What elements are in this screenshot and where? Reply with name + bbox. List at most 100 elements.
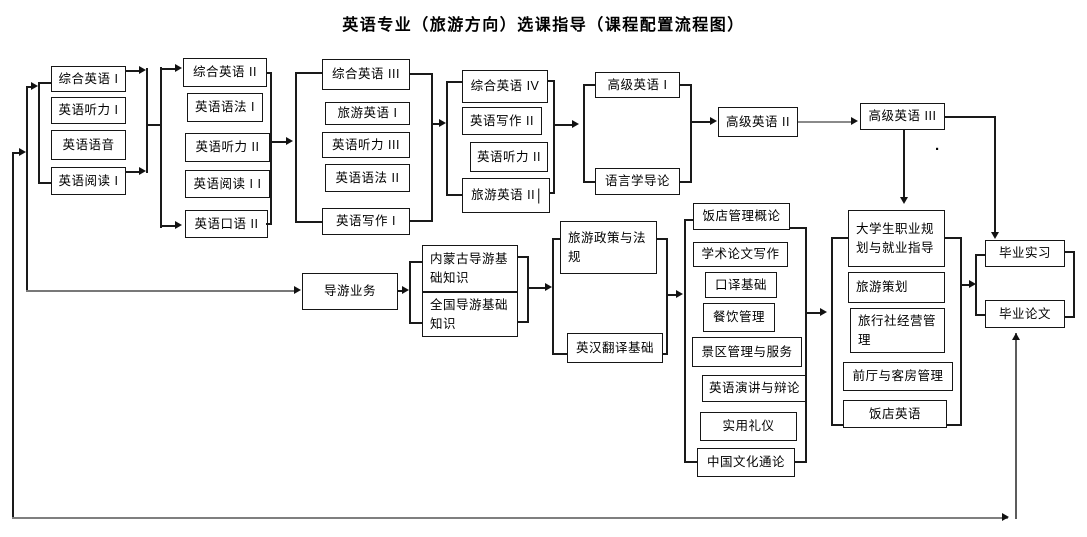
box-graduation-internship: 毕业实习 <box>985 240 1065 267</box>
box-graduation-thesis: 毕业论文 <box>985 300 1065 328</box>
line-tour-guide-out <box>398 290 404 292</box>
stub-group4-bottom <box>446 194 462 196</box>
line-advanced3-down <box>903 130 905 197</box>
stray-dot: · <box>935 141 940 158</box>
stub-group3-top <box>295 72 322 74</box>
box-comprehensive-english-4: 综合英语 IV <box>462 70 548 103</box>
line-electives-to-career <box>805 312 821 314</box>
box-english-chinese-translation-basics: 英汉翻译基础 <box>567 333 663 363</box>
stub-group1-bottom <box>38 182 51 184</box>
line-group3-to-group4 <box>431 123 440 125</box>
stub-career-right-top <box>945 237 962 239</box>
stub-policy-right-top <box>657 238 668 240</box>
arrow-into-graduation <box>969 280 976 288</box>
stub-policy-right-bottom <box>663 353 668 355</box>
line-group2-to-group3 <box>270 141 287 143</box>
stub-electives-bottom <box>684 461 697 463</box>
stub-career-right-bottom <box>947 424 962 426</box>
arrow-into-group4 <box>439 119 446 127</box>
box-tourism-planning: 旅游策划 <box>848 272 945 303</box>
box-english-phonetics: 英语语音 <box>51 130 126 160</box>
page-title: 英语专业（旅游方向）选课指导（课程配置流程图） <box>342 17 745 34</box>
stub-guide-basics-right-top <box>518 256 529 258</box>
arrow-into-internship <box>991 232 999 239</box>
box-advanced-english-1: 高级英语 I <box>595 72 680 98</box>
arrow-reading1-out <box>139 167 146 175</box>
box-academic-writing: 学术论文写作 <box>693 242 788 267</box>
box-comprehensive-english-2: 综合英语 II <box>183 58 267 87</box>
arrow-into-ce2 <box>175 64 182 72</box>
box-front-office-housekeeping: 前厅与客房管理 <box>843 362 953 391</box>
box-scenic-area-management: 景区管理与服务 <box>692 337 802 367</box>
bracket-group4-left <box>446 82 448 196</box>
arrow-into-thesis <box>1012 333 1020 340</box>
arrow-into-electives <box>676 290 683 298</box>
box-national-guide-basics: 全国导游基础知识 <box>422 292 518 337</box>
stub-group4-right-bottom <box>549 192 555 194</box>
line-left-outer-top-stub <box>12 152 20 154</box>
line-career-to-graduation <box>960 284 970 286</box>
stub-graduation-top <box>975 254 985 256</box>
box-english-grammar-2: 英语语法 II <box>325 164 410 192</box>
bracket-policy-left <box>552 239 554 355</box>
stub-group2-right-top <box>266 72 272 74</box>
stub-guide-basics-right-bottom <box>518 321 529 323</box>
box-travel-agency-management: 旅行社经营管理 <box>850 308 945 353</box>
bracket-group5-left <box>583 85 585 183</box>
bracket-group1-left <box>38 82 40 184</box>
stub-group3-right-top <box>410 73 433 75</box>
box-english-speaking-2: 英语口语 II <box>185 210 268 238</box>
box-tour-guide-practice: 导游业务 <box>302 273 398 310</box>
stub-group2-top <box>160 68 175 70</box>
box-english-writing-2: 英语写作 II <box>462 107 542 135</box>
bracket-group3-right <box>431 74 433 222</box>
line-group5-to-advanced2 <box>690 121 710 123</box>
box-interpretation-basics: 口译基础 <box>705 272 777 298</box>
arrow-into-advanced2 <box>710 117 717 125</box>
box-career-planning-guidance: 大学生职业规划与就业指导 <box>848 210 945 267</box>
box-english-listening-3: 英语听力 III <box>322 132 410 158</box>
stub-group4-right-top <box>548 80 555 82</box>
arrow-into-group3 <box>286 137 293 145</box>
box-inner-mongolia-guide-basics: 内蒙古导游基础知识 <box>422 245 518 292</box>
stub-guide-basics-top <box>409 261 422 263</box>
bracket-career-left <box>831 238 833 426</box>
box-english-speech-debate: 英语演讲与辩论 <box>702 375 807 402</box>
bracket-electives-left <box>684 220 686 463</box>
box-english-listening-1: 英语听力 I <box>51 97 126 124</box>
box-catering-management: 餐饮管理 <box>703 303 775 332</box>
stub-group5-right-bottom <box>680 181 692 183</box>
bracket-graduation-right <box>1073 252 1075 318</box>
arrow-into-career-group <box>900 197 908 204</box>
stub-group3-right-bottom <box>410 220 433 222</box>
box-english-writing-1: 英语写作 I <box>322 208 410 235</box>
line-down-to-internship <box>994 116 996 232</box>
stub-group5-right-top <box>680 84 692 86</box>
box-english-grammar-1: 英语语法 I <box>187 93 263 122</box>
stub-group2-right-bottom <box>266 223 272 225</box>
line-left-outer-vertical <box>12 153 14 519</box>
box-english-listening-4: 英语听力 II <box>470 142 548 172</box>
box-comprehensive-english-1: 综合英语 I <box>51 66 126 92</box>
box-comprehensive-english-3: 综合英语 III <box>322 59 410 90</box>
arrow-into-policy-group <box>545 283 552 291</box>
stub-electives-right-bottom <box>795 461 807 463</box>
line-entry-stub-group1 <box>26 86 32 88</box>
box-practical-etiquette: 实用礼仪 <box>700 412 797 441</box>
box-hotel-english: 饭店英语 <box>843 400 947 428</box>
bracket-group4-right <box>553 80 555 194</box>
arrow-into-tour-guide <box>294 286 301 294</box>
line-group1-to-group2 <box>146 124 161 126</box>
line-policy-to-electives <box>666 294 677 296</box>
arrow-into-advanced3 <box>851 117 858 125</box>
box-tourism-english-2: 旅游英语 II| <box>462 178 550 213</box>
stub-policy-bottom <box>552 353 567 355</box>
stub-electives-right-top <box>790 227 807 229</box>
box-tourism-english-1: 旅游英语 I <box>325 102 410 125</box>
stub-group1-top <box>38 82 51 84</box>
bracket-policy-right <box>666 239 668 355</box>
arrow-into-guide-basics <box>402 286 409 294</box>
stub-group2-bottom <box>160 225 175 227</box>
arrow-bottom-feedback <box>1002 513 1009 521</box>
box-advanced-english-3: 高级英语 III <box>860 103 945 130</box>
